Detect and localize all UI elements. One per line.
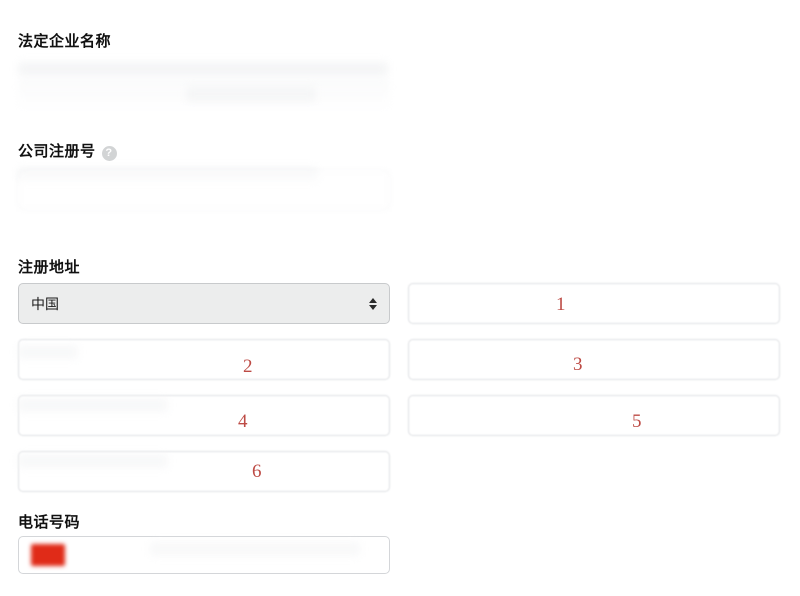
- help-circle-icon[interactable]: ?: [101, 145, 117, 161]
- label-legal-business-name-text: 法定企业名称: [18, 33, 112, 50]
- label-phone-number-text: 电话号码: [18, 514, 81, 531]
- select-country-value: 中国: [31, 295, 59, 312]
- input-address-line-4[interactable]: [18, 395, 390, 436]
- input-phone-number[interactable]: [18, 536, 390, 574]
- label-phone-number: 电话号码: [18, 513, 80, 533]
- input-address-line-2[interactable]: [18, 339, 390, 380]
- china-flag-icon: [31, 544, 65, 566]
- input-address-line-5[interactable]: [408, 395, 780, 436]
- label-legal-business-name: 法定企业名称: [18, 32, 111, 52]
- label-company-registration-number-text: 公司注册号: [18, 143, 96, 160]
- input-legal-business-name[interactable]: [18, 78, 390, 110]
- label-registered-address: 注册地址: [18, 258, 80, 278]
- label-company-registration-number: 公司注册号 ?: [18, 142, 117, 162]
- label-registered-address-text: 注册地址: [18, 259, 81, 276]
- select-chevron-updown-icon: [369, 297, 377, 310]
- redaction-smudge-name-top: [18, 62, 388, 76]
- select-country[interactable]: 中国: [18, 283, 390, 324]
- input-address-line-6[interactable]: [18, 451, 390, 492]
- input-address-line-1[interactable]: [408, 283, 780, 324]
- input-address-line-3[interactable]: [408, 339, 780, 380]
- input-company-registration-number[interactable]: [18, 170, 390, 210]
